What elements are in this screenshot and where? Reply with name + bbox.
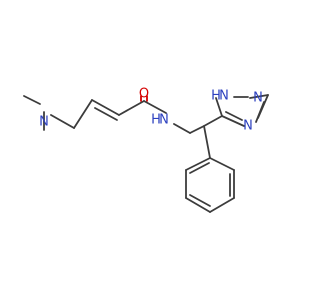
bond-ch2-ch: [73, 99, 93, 129]
atom-n-triazole-1: N: [219, 89, 229, 104]
atom-h-amide: H: [151, 113, 161, 128]
atom-n-amide: N: [159, 113, 169, 128]
atom-h-triazole: H: [211, 89, 221, 104]
bond-n-ch2: [50, 114, 75, 129]
bond-tz-n2-c3: [249, 94, 269, 99]
bond-ch2b-ch: [189, 125, 205, 134]
atom-n-amine: N: [39, 115, 49, 130]
atom-o-carbonyl: O: [139, 87, 149, 102]
bond-ph-4: [185, 197, 211, 213]
bond-methyl-left: [23, 95, 41, 105]
atom-n-triazole-2: N: [253, 91, 263, 106]
bond-ph-4-double: [189, 194, 211, 207]
bond-alkene-2: [94, 107, 118, 121]
atom-n-triazole-4: N: [243, 119, 253, 134]
bond-ch-phenyl: [203, 125, 211, 159]
bond-alkene-1: [91, 99, 120, 116]
bond-ch-triazole: [203, 115, 223, 127]
structure-diagram: N O N H N H N N: [23, 87, 269, 213]
bond-ch-carbonyl: [118, 100, 145, 116]
bond-ph-6-double: [189, 162, 210, 174]
bond-ph-3: [209, 197, 235, 213]
bond-tz-n4-c5: [221, 115, 245, 127]
bond-ph-6: [185, 157, 211, 171]
bond-carbonyl-n: [143, 100, 167, 114]
bond-tz-c5-n1: [215, 97, 223, 117]
bond-tz-c3-n4-double: [257, 94, 269, 119]
molecule-canvas: N O N H N H N N: [23, 86, 269, 213]
bond-tz-n4-c5-double: [225, 111, 243, 121]
bond-ph-1: [209, 157, 235, 171]
bond-n-ch2b: [173, 123, 191, 134]
